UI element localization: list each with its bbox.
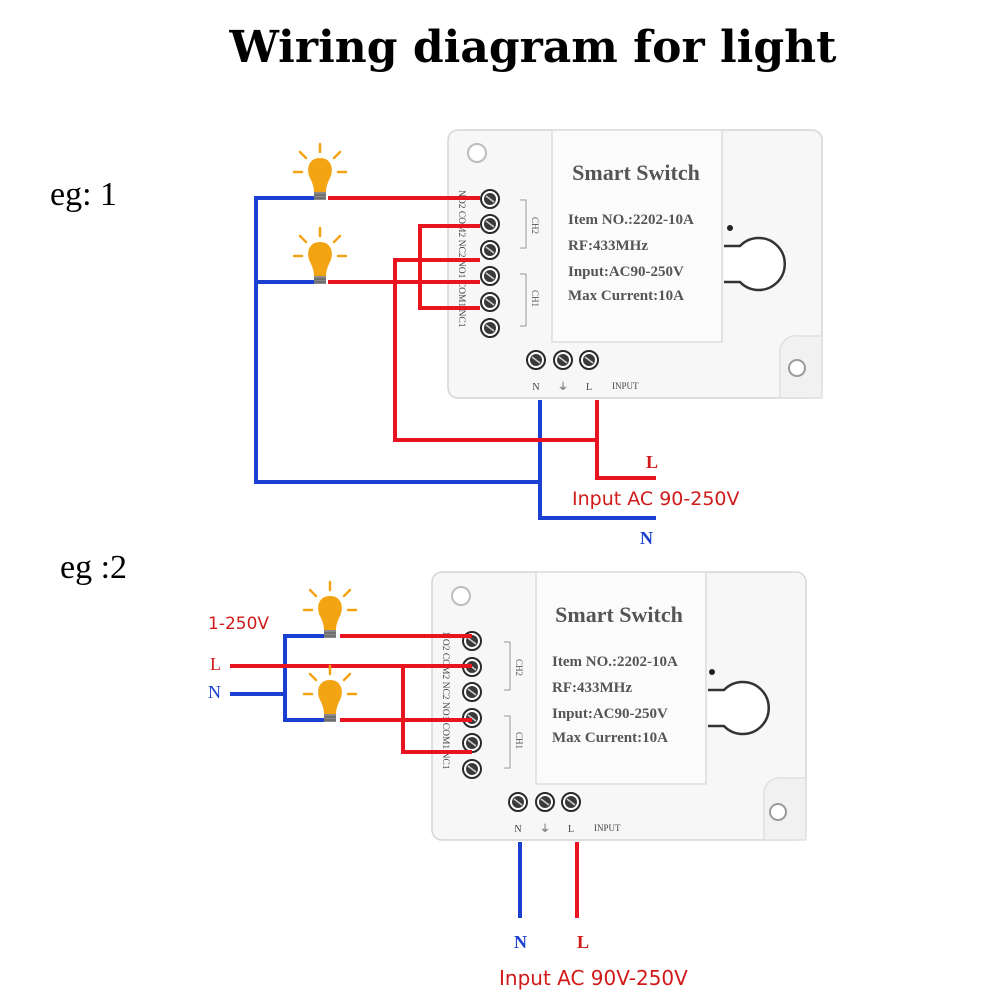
input-terminal-label: INPUT bbox=[612, 381, 639, 391]
supply-live-label: L bbox=[577, 932, 589, 952]
module-spec: Item NO.:2202-10A bbox=[552, 654, 678, 670]
light-bulb-icon bbox=[302, 580, 358, 640]
supply-input-label: Input AC 90V-250V bbox=[499, 966, 688, 990]
module-name: Smart Switch bbox=[572, 160, 700, 185]
mount-hole-icon bbox=[451, 586, 471, 606]
mount-hole-icon bbox=[788, 359, 806, 377]
example-label-1: eg: 1 bbox=[50, 176, 117, 213]
channel-label: CH2 bbox=[514, 659, 524, 676]
page-title: Wiring diagram for light bbox=[229, 22, 838, 73]
input-terminal-label: N bbox=[532, 382, 539, 393]
light-bulb-icon bbox=[302, 664, 358, 724]
module-spec: RF:433MHz bbox=[552, 680, 632, 696]
module-spec: Max Current:10A bbox=[552, 730, 668, 746]
input-terminal-label: N bbox=[514, 824, 521, 835]
mount-hole-icon bbox=[467, 143, 487, 163]
input-terminal-label: L bbox=[568, 824, 574, 835]
input-terminal-label: L bbox=[586, 382, 592, 393]
pairing-button-icon bbox=[724, 236, 787, 292]
wires-example-1 bbox=[254, 196, 656, 520]
input-terminal-label: INPUT bbox=[594, 823, 621, 833]
load-live-label: L bbox=[210, 654, 221, 674]
ground-icon: ⏚ bbox=[558, 381, 568, 393]
channel-label: CH1 bbox=[530, 290, 540, 307]
light-bulb-icon bbox=[292, 226, 348, 286]
channel-label: CH1 bbox=[514, 732, 524, 749]
module-spec: RF:433MHz bbox=[568, 238, 648, 254]
load-voltage-label: 1-250V bbox=[208, 614, 269, 634]
supply-neutral-label: N bbox=[640, 528, 653, 548]
light-bulb-icon bbox=[292, 142, 348, 202]
module-spec: Max Current:10A bbox=[568, 288, 684, 304]
smart-switch-module-2: Smart Switch Item NO.:2202-10A RF:433MHz… bbox=[431, 571, 807, 841]
mount-hole-icon bbox=[769, 803, 787, 821]
supply-live-label: L bbox=[646, 452, 658, 472]
load-neutral-label: N bbox=[208, 682, 221, 702]
pairing-button-icon bbox=[708, 680, 771, 736]
module-spec: Item NO.:2202-10A bbox=[568, 212, 694, 228]
module-spec: Input:AC90-250V bbox=[552, 706, 668, 722]
wires-example-2 bbox=[230, 634, 579, 918]
supply-neutral-label: N bbox=[514, 932, 527, 952]
output-terminal-labels: NO2 COM2 NC2 NO1 COM1 NC1 bbox=[440, 632, 450, 770]
module-name: Smart Switch bbox=[555, 602, 683, 627]
example-label-2: eg :2 bbox=[60, 549, 127, 586]
module-spec: Input:AC90-250V bbox=[568, 264, 684, 280]
ground-icon: ⏚ bbox=[540, 823, 550, 835]
supply-input-label: Input AC 90-250V bbox=[572, 488, 740, 510]
channel-label: CH2 bbox=[530, 217, 540, 234]
smart-switch-module-1: Smart Switch Item NO.:2202-10A RF:433MHz… bbox=[447, 129, 823, 399]
